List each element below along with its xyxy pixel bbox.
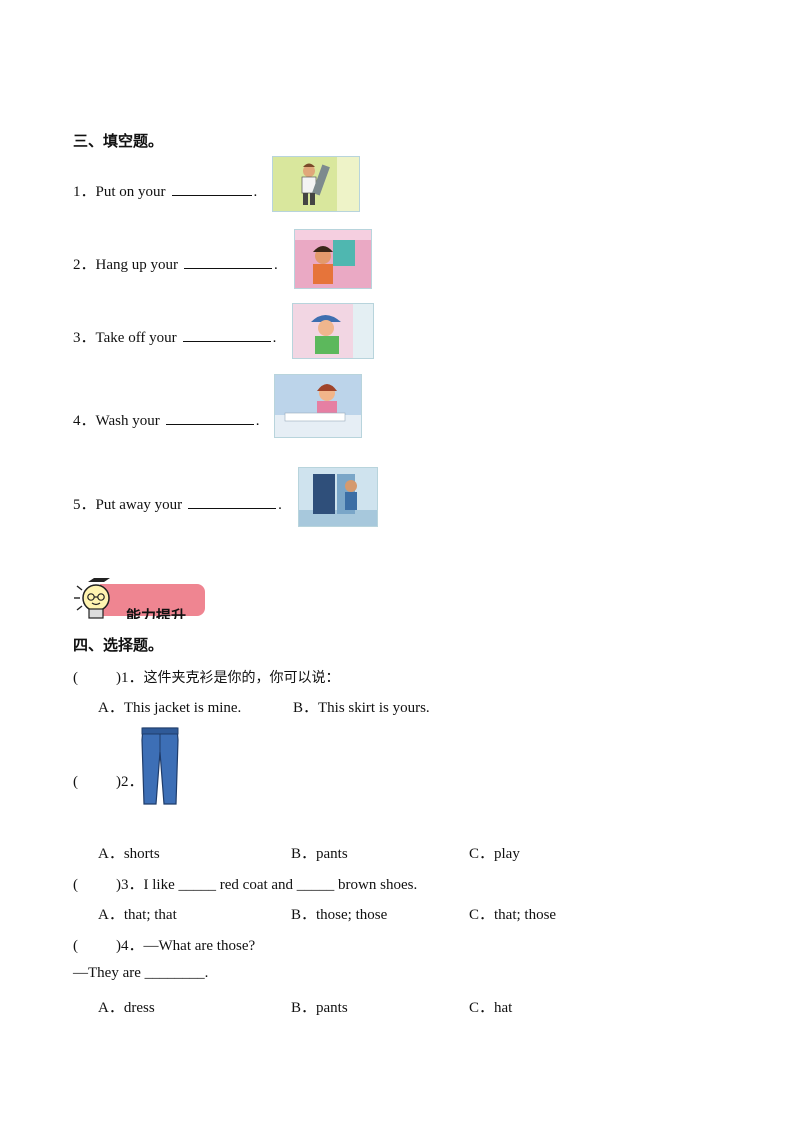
- question-text: —What are those?: [143, 938, 256, 954]
- question-text: 这件夹克衫是你的，你可以说：: [143, 670, 340, 686]
- item-prompt: Put away your: [95, 497, 183, 513]
- put-away-image: [298, 467, 378, 527]
- fill-item-4: 4．Wash your.: [73, 409, 259, 430]
- question-number: 4．: [121, 938, 144, 954]
- hang-up-image: [294, 229, 372, 289]
- option-a[interactable]: A．dress: [98, 1000, 155, 1016]
- item-number: 4．: [73, 413, 96, 429]
- answer-paren-close: ): [116, 670, 121, 686]
- item-end: .: [255, 413, 260, 429]
- ability-banner: 能力提升: [72, 576, 208, 622]
- item-number: 5．: [73, 497, 96, 513]
- question-2: ()2．: [73, 770, 144, 791]
- option-b[interactable]: B．This skirt is yours.: [293, 700, 430, 716]
- lightbulb-icon: [74, 578, 110, 619]
- section-title-fill-blank: 三、填空题。: [73, 132, 164, 150]
- answer-paren-open: (: [73, 877, 78, 893]
- question-number: 3．: [121, 877, 144, 893]
- item-end: .: [278, 497, 282, 513]
- item-number: 2．: [73, 257, 96, 273]
- item-end: .: [272, 330, 277, 346]
- item-prompt: Take off your: [95, 330, 177, 346]
- question-number: 1．: [121, 670, 144, 686]
- answer-paren-close: ): [116, 938, 121, 954]
- option-b[interactable]: B．pants: [291, 1000, 348, 1016]
- answer-blank[interactable]: [184, 254, 273, 269]
- fill-item-2: 2．Hang up your.: [73, 253, 278, 274]
- item-number: 3．: [73, 330, 96, 346]
- option-a[interactable]: A．This jacket is mine.: [98, 700, 242, 716]
- question-1: ()1．这件夹克衫是你的，你可以说：: [73, 666, 340, 687]
- answer-blank[interactable]: [165, 410, 254, 425]
- option-b[interactable]: B．pants: [291, 846, 348, 862]
- option-c[interactable]: C．that; those: [469, 907, 557, 923]
- fill-item-3: 3．Take off your.: [73, 326, 276, 347]
- option-b[interactable]: B．those; those: [291, 907, 388, 923]
- fill-item-5: 5．Put away your.: [73, 493, 282, 514]
- answer-paren-open: (: [73, 938, 78, 954]
- answer-paren-close: ): [116, 774, 121, 790]
- answer-line: —They are ________.: [73, 965, 209, 981]
- put-on-image: [272, 156, 360, 212]
- item-prompt: Put on your: [95, 184, 166, 200]
- answer-blank[interactable]: [171, 181, 252, 196]
- banner-label: 能力提升: [126, 607, 187, 619]
- item-prompt: Hang up your: [95, 257, 179, 273]
- question-4: ()4．—What are those?: [73, 934, 255, 955]
- question-text: I like _____ red coat and _____ brown sh…: [143, 877, 418, 893]
- item-end: .: [274, 257, 278, 273]
- take-off-image: [292, 303, 374, 359]
- item-number: 1．: [73, 184, 96, 200]
- question-number: 2．: [121, 774, 144, 790]
- item-prompt: Wash your: [95, 413, 160, 429]
- question-3: ()3．I like _____ red coat and _____ brow…: [73, 873, 417, 894]
- option-c[interactable]: C．play: [469, 846, 520, 862]
- answer-paren-close: ): [116, 877, 121, 893]
- option-a[interactable]: A．that; that: [98, 907, 177, 923]
- pants-image: [141, 727, 179, 805]
- answer-blank[interactable]: [182, 327, 271, 342]
- wash-image: [274, 374, 362, 438]
- option-c[interactable]: C．hat: [469, 1000, 513, 1016]
- option-a[interactable]: A．shorts: [98, 846, 160, 862]
- banner-ribbon: [100, 584, 205, 616]
- answer-paren-open: (: [73, 774, 78, 790]
- item-end: .: [253, 184, 258, 200]
- answer-paren-open: (: [73, 670, 78, 686]
- fill-item-1: 1．Put on your.: [73, 180, 257, 201]
- section-title-choice: 四、选择题。: [73, 636, 164, 654]
- answer-blank[interactable]: [188, 494, 277, 509]
